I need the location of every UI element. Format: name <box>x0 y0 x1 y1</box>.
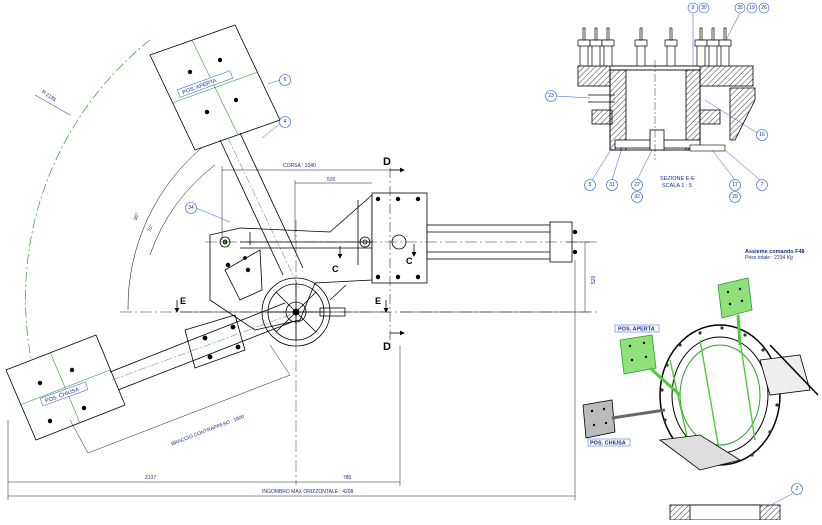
balloon-4: 4 <box>261 116 291 139</box>
iso-label-pos-aperta: POS. APERTA <box>618 327 655 333</box>
section-mark-d-top: D <box>383 156 405 173</box>
dim-angle-90: 90° <box>133 212 141 221</box>
balloon-16: 16 <box>704 99 768 141</box>
main-elevation-view: POS. APERTA POS. CHIUSA <box>5 24 600 500</box>
svg-text:16: 16 <box>759 132 765 138</box>
svg-text:19: 19 <box>749 5 755 11</box>
svg-text:22: 22 <box>634 182 640 188</box>
section-mark-c-left: C <box>332 246 343 274</box>
angle-arc-70 <box>149 164 216 256</box>
balloon-32: 32 <box>631 191 643 203</box>
assembly-weight: Peso totale : 2234 Kg <box>745 255 793 261</box>
balloon-31: 31 <box>606 147 623 191</box>
section-mark-c-right: C <box>406 244 417 266</box>
dim-780: 780 <box>343 475 352 481</box>
svg-text:C: C <box>406 256 413 266</box>
svg-text:E: E <box>375 296 381 306</box>
iso-label-pos-chiusa: POS. CHIUSA <box>590 441 626 447</box>
section-e-e-view: SEZIONE E-E SCALA 1 : 5 9 30 35 19 26 <box>545 2 770 203</box>
dim-2137: 2137 <box>145 475 156 481</box>
counterweight-open: POS. APERTA <box>149 24 281 151</box>
dim-radius: R 2185 <box>40 89 57 103</box>
svg-text:D: D <box>383 156 391 168</box>
balloon-23: 23 <box>545 90 591 102</box>
assembly-title: Assieme comando F48 <box>745 249 805 255</box>
svg-text:5: 5 <box>589 182 592 188</box>
arm-open <box>219 132 304 291</box>
svg-text:4: 4 <box>284 119 287 125</box>
svg-text:6: 6 <box>284 77 287 83</box>
section-mark-e-right: E <box>375 296 389 313</box>
support-frame <box>209 194 373 331</box>
balloon-6: 6 <box>267 74 291 86</box>
balloon-5: 5 <box>584 147 613 191</box>
hydraulic-cylinder <box>240 192 578 284</box>
dim-stroke: CORSA : 1040 <box>283 163 316 169</box>
balloon-9: 9 <box>687 2 699 66</box>
svg-text:34: 34 <box>188 205 194 211</box>
balloon-7: 7 <box>724 149 768 191</box>
swing-arc <box>25 39 151 396</box>
svg-text:26: 26 <box>761 5 767 11</box>
balloon-30: 30 <box>698 2 710 14</box>
dim-520-top: 520 <box>327 177 336 183</box>
balloon-2: 2 <box>764 483 803 509</box>
svg-text:9: 9 <box>692 5 695 11</box>
dim-angle-70: 70° <box>146 224 155 233</box>
svg-text:31: 31 <box>609 182 615 188</box>
dim-520-side: 520 <box>591 275 597 284</box>
section-mark-e-left: E <box>174 296 186 313</box>
angle-arc-90 <box>127 144 206 311</box>
dimension-lines <box>7 94 590 500</box>
svg-text:C: C <box>332 264 339 274</box>
svg-text:7: 7 <box>761 182 764 188</box>
svg-text:17: 17 <box>732 182 738 188</box>
svg-text:23: 23 <box>548 93 554 99</box>
balloon-29: 29 <box>729 191 741 203</box>
balloon-34: 34 <box>185 202 231 223</box>
dim-overall-width: INGOMBRO MAX ORIZZONTALE : 4208 <box>262 489 354 495</box>
svg-text:35: 35 <box>737 5 743 11</box>
dim-arm-length: BRACCIO CONTRAPPESO : 1800 <box>171 414 246 448</box>
counterweight-closed: POS. CHIUSA <box>5 334 126 441</box>
bottom-detail: 2 <box>669 483 803 521</box>
arm-closed <box>109 302 299 391</box>
svg-text:D: D <box>383 341 391 353</box>
balloon-17: 17 <box>711 149 741 191</box>
section-scale: SCALA 1 : 5 <box>662 183 692 189</box>
balloon-26: 26 <box>758 2 770 14</box>
section-title: SEZIONE E-E <box>660 176 695 182</box>
svg-text:32: 32 <box>634 194 640 200</box>
assembly-iso-view: Assieme comando F48 Peso totale : 2234 K… <box>582 249 819 471</box>
section-mark-d-bottom: D <box>383 330 405 353</box>
svg-text:E: E <box>180 296 186 306</box>
svg-text:30: 30 <box>701 5 707 11</box>
svg-text:29: 29 <box>732 194 738 200</box>
balloon-22: 22 <box>631 149 653 191</box>
balloon-35: 35 <box>725 2 746 41</box>
svg-text:2: 2 <box>796 486 799 492</box>
balloon-19: 19 <box>746 2 758 14</box>
